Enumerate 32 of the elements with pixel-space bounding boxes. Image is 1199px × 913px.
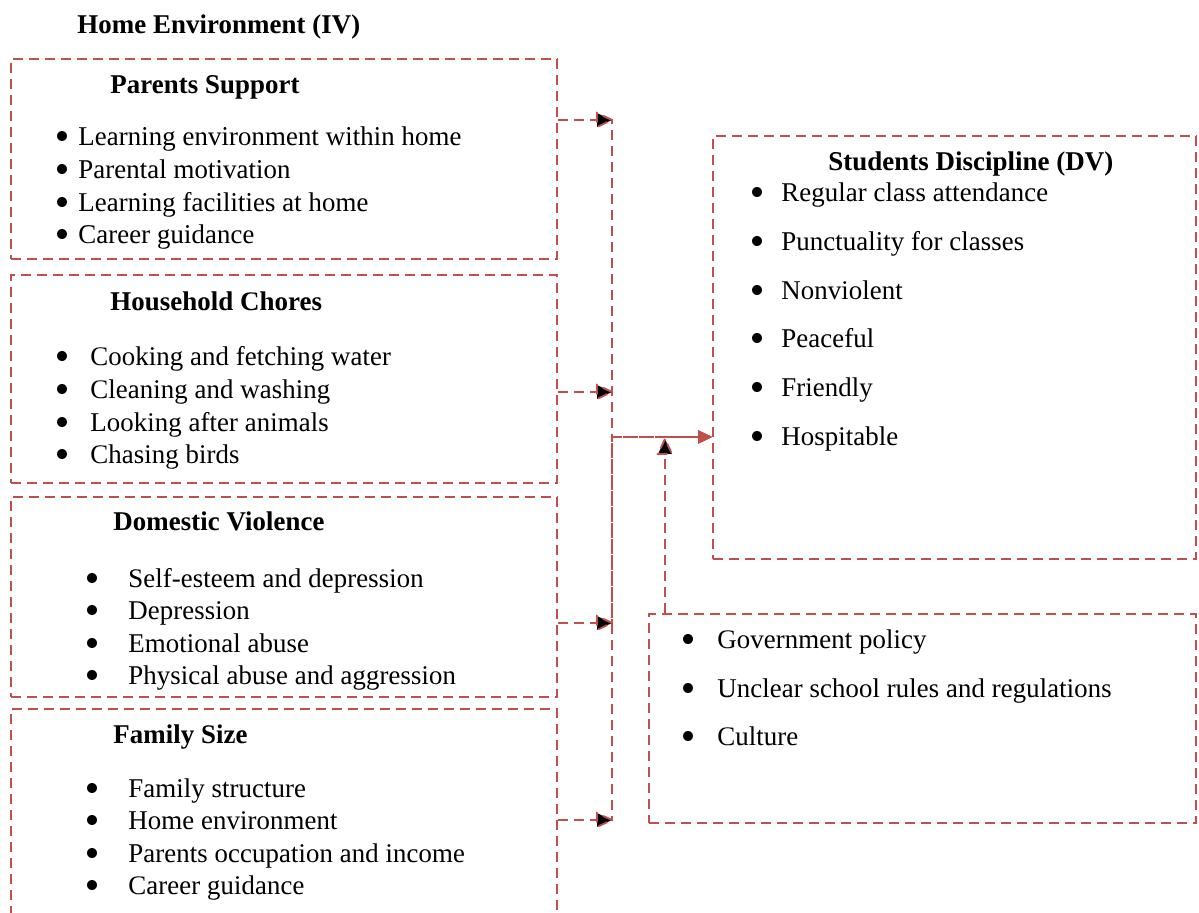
list-item: Home environment [87, 811, 338, 830]
list-item: Looking after animals [57, 412, 328, 437]
dashed-box [648, 613, 1197, 824]
dashed-box: Domestic Violence Self-esteem and depression Depression Emotional abuse Physical abuse and aggression [10, 496, 558, 698]
list-item: Cleaning and washing [57, 379, 330, 404]
list-item: Parents occupation and income [87, 843, 464, 868]
title: Home Environment (IV) [77, 14, 359, 39]
list-item: Punctuality for classes [752, 231, 1024, 256]
list-item: Emotional abuse [87, 633, 308, 653]
list-item: Career guidance [57, 224, 254, 249]
list-item: Parental motivation [57, 159, 291, 179]
list-item: Cooking and fetching water [57, 346, 391, 371]
list-item: Unclear school rules and regulations [683, 678, 1111, 703]
dashed-box: Students Discipline (DV) Regular class attendance Punctuality for classes Nonviolent Peaceful Friendly Hospitable [712, 135, 1197, 560]
list-item: Government policy [683, 629, 927, 654]
list-item: Family structure [87, 778, 305, 803]
dashed-box: Family Size Family structure Home environment Parents occupation and income Career guidance [10, 708, 558, 913]
list-item: Regular class attendance [752, 182, 1048, 207]
list-item: Physical abuse and aggression [87, 665, 456, 690]
list-item: Hospitable [752, 426, 898, 451]
list-item: Career guidance [87, 875, 304, 900]
list-item: Nonviolent [752, 280, 903, 300]
list-item: Learning environment within home [57, 126, 461, 151]
list-item: Depression [87, 601, 250, 625]
list-item: Friendly [752, 377, 873, 402]
list-item: Learning facilities at home [57, 192, 368, 217]
list-item: Peaceful [752, 328, 874, 348]
dashed-box: Parents Support Learning environment within home Parental motivation Learning facilities at home Career guidance [10, 58, 558, 260]
list-item: Self-esteem and depression [87, 568, 424, 593]
list-item: Chasing birds [57, 444, 239, 469]
dashed-box: Household Chores Cooking and fetching water Cleaning and washing Looking after animals Chasing birds [10, 274, 558, 484]
list-item: Culture [683, 726, 798, 746]
